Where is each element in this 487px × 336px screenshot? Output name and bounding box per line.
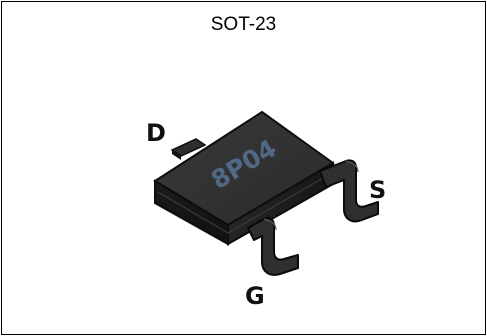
- drain-lead: [170, 138, 207, 160]
- package-title: SOT-23: [210, 14, 277, 35]
- pin-label-source: S: [369, 176, 387, 204]
- gate-lead: [247, 216, 299, 276]
- source-lead: [319, 159, 379, 223]
- pin-label-drain: D: [146, 119, 166, 147]
- pin-label-gate: G: [245, 282, 265, 310]
